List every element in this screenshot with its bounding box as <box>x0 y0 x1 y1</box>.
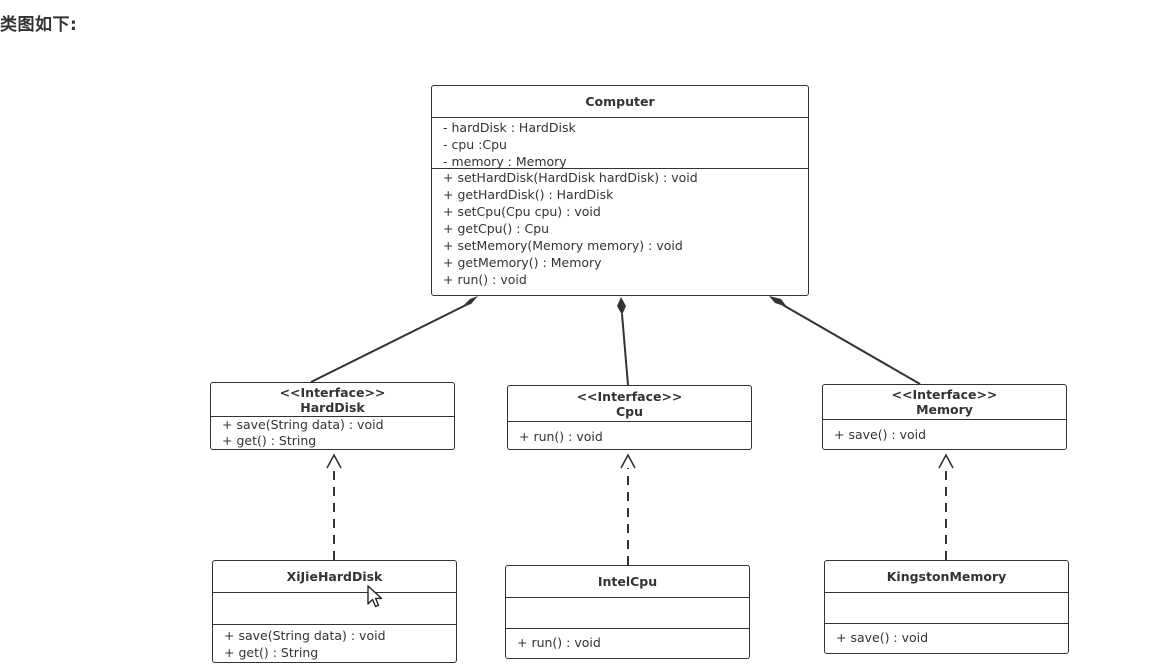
class-title: IntelCpu <box>597 574 658 589</box>
class-title: Memory <box>916 402 973 417</box>
attribute-section <box>506 598 749 629</box>
attribute: - hardDisk : HardDisk <box>443 120 576 135</box>
attribute-section: - hardDisk : HardDisk - cpu :Cpu - memor… <box>432 118 808 169</box>
method: + getHardDisk() : HardDisk <box>443 187 614 202</box>
class-title: HardDisk <box>300 399 365 415</box>
composition-line-harddisk <box>310 301 473 383</box>
mouse-cursor-icon <box>367 585 383 608</box>
class-name: KingstonMemory <box>825 561 1068 593</box>
class-name: XiJieHardDisk <box>213 561 456 593</box>
interface-cpu[interactable]: <<Interface>> Cpu + run() : void <box>507 385 752 450</box>
method-section: + run() : void <box>508 422 751 445</box>
stereotype-label: <<Interface>> <box>891 387 998 402</box>
stereotype-label: <<Interface>> <box>279 384 386 400</box>
method: + getCpu() : Cpu <box>443 221 550 236</box>
method: + setCpu(Cpu cpu) : void <box>443 204 601 219</box>
class-intelcpu[interactable]: IntelCpu + run() : void <box>505 565 750 659</box>
class-name: IntelCpu <box>506 566 749 598</box>
method: + setMemory(Memory memory) : void <box>443 238 683 253</box>
composition-diamond-memory <box>769 296 787 307</box>
attribute-section <box>213 593 456 625</box>
method: + get() : String <box>222 433 317 448</box>
method: + getMemory() : Memory <box>443 255 602 270</box>
attribute: - cpu :Cpu <box>443 137 507 152</box>
method-section: + save() : void <box>825 624 1068 646</box>
class-name: Computer <box>432 86 808 118</box>
method: + run() : void <box>519 429 603 444</box>
class-name: <<Interface>> HardDisk <box>211 383 454 417</box>
method-section: + save() : void <box>823 420 1066 443</box>
composition-line-cpu <box>621 313 629 386</box>
class-name: <<Interface>> Cpu <box>508 386 751 422</box>
method-section: + save(String data) : void + get() : Str… <box>213 625 456 661</box>
composition-diamond-harddisk <box>462 296 478 307</box>
method: + setHardDisk(HardDisk hardDisk) : void <box>443 170 698 185</box>
composition-diamond-cpu <box>617 297 626 315</box>
method: + save(String data) : void <box>224 628 386 643</box>
class-name: <<Interface>> Memory <box>823 385 1066 420</box>
interface-memory[interactable]: <<Interface>> Memory + save() : void <box>822 384 1067 450</box>
attribute-section <box>825 593 1068 624</box>
method-section: + run() : void <box>506 629 749 651</box>
realization-arrow-cpu <box>620 453 636 469</box>
interface-harddisk[interactable]: <<Interface>> HardDisk + save(String dat… <box>210 382 455 450</box>
attribute: - memory : Memory <box>443 154 567 169</box>
class-title: XiJieHardDisk <box>286 569 383 584</box>
method: + run() : void <box>517 635 601 650</box>
class-title: Computer <box>585 94 655 109</box>
page-heading: 类图如下: <box>0 15 78 35</box>
method: + run() : void <box>443 272 527 287</box>
method-section: + setHardDisk(HardDisk hardDisk) : void … <box>432 169 808 288</box>
method-section: + save(String data) : void + get() : Str… <box>211 417 454 449</box>
realization-arrow-harddisk <box>326 453 342 469</box>
method: + save(String data) : void <box>222 417 384 432</box>
class-title: Cpu <box>615 403 644 419</box>
method: + save() : void <box>834 427 927 442</box>
method: + get() : String <box>224 645 319 660</box>
composition-line-memory <box>782 304 921 385</box>
method: + save() : void <box>836 630 929 645</box>
class-computer[interactable]: Computer - hardDisk : HardDisk - cpu :Cp… <box>431 85 809 296</box>
class-title: KingstonMemory <box>886 569 1007 584</box>
realization-arrow-memory <box>938 453 954 469</box>
class-kingstonmemory[interactable]: KingstonMemory + save() : void <box>824 560 1069 654</box>
stereotype-label: <<Interface>> <box>576 388 683 404</box>
class-xijieharddisk[interactable]: XiJieHardDisk + save(String data) : void… <box>212 560 457 663</box>
